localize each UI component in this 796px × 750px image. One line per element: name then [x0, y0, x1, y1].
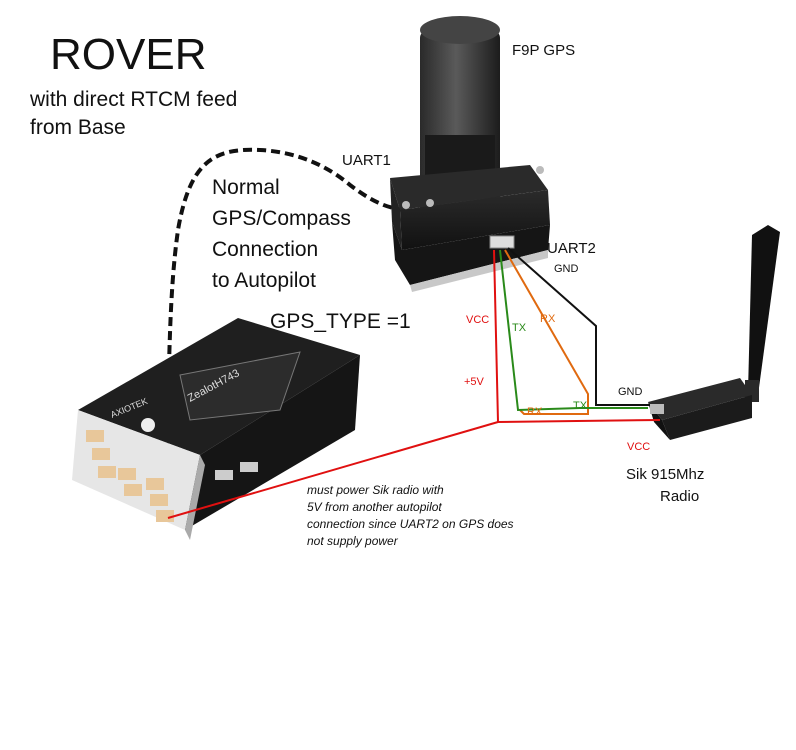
- autopilot-zealoth743: ZealotH743 AXIOTEK: [72, 318, 360, 540]
- radio-label-line-2: Radio: [660, 488, 700, 505]
- plus5v-wire: [167, 421, 499, 519]
- gnd-top-label: GND: [554, 263, 579, 275]
- uart1-cable: [164, 147, 406, 453]
- power-note-line-3: connection since UART2 on GPS does: [307, 517, 514, 531]
- gps-type-label: GPS_TYPE =1: [270, 310, 411, 333]
- power-note-line-1: must power Sik radio with: [307, 483, 444, 497]
- vcc-bottom-label: VCC: [627, 441, 651, 453]
- rx-bottom-label: RX: [527, 406, 543, 418]
- uart2-label: UART2: [547, 240, 596, 257]
- f9p-gps-module: [390, 16, 550, 292]
- wires: [167, 247, 661, 519]
- subtitle-line-2: from Base: [30, 116, 126, 139]
- power-note-line-2: 5V from another autopilot: [307, 500, 442, 514]
- rx-top-label: RX: [540, 313, 556, 325]
- connection-note-line-3: Connection: [212, 238, 319, 261]
- tx-top-label: TX: [512, 322, 527, 334]
- rx-wire: [504, 249, 589, 415]
- sik-radio: [648, 225, 780, 440]
- connection-note-line-2: GPS/Compass: [212, 207, 351, 230]
- connection-note-line-4: to Autopilot: [212, 269, 316, 292]
- radio-label-line-1: Sik 915Mhz: [626, 466, 705, 483]
- vcc-top-label: VCC: [466, 314, 490, 326]
- uart1-label: UART1: [342, 152, 391, 169]
- power-note-line-4: not supply power: [307, 534, 398, 548]
- tx-bottom-label: TX: [573, 400, 588, 412]
- gnd-bottom-label: GND: [618, 386, 643, 398]
- page-title: ROVER: [50, 30, 207, 79]
- gps-label: F9P GPS: [512, 42, 576, 59]
- subtitle-line-1: with direct RTCM feed: [30, 88, 238, 111]
- tx-wire: [499, 249, 648, 412]
- connection-note-line-1: Normal: [212, 176, 280, 199]
- plus5v-label: +5V: [464, 376, 484, 388]
- gnd-wire: [507, 247, 650, 406]
